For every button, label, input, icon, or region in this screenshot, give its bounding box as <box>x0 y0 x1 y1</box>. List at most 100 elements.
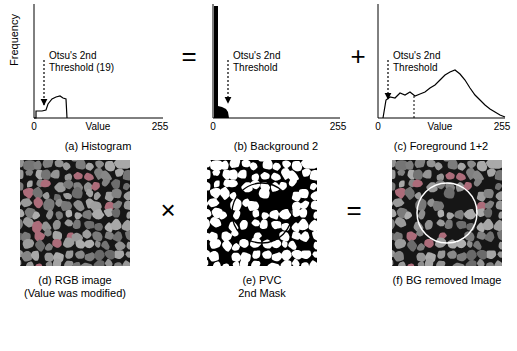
pebble <box>35 239 45 251</box>
mask-blob <box>207 219 210 230</box>
mask-blob <box>262 212 270 219</box>
pebble <box>487 169 496 177</box>
mask-blob <box>251 261 260 266</box>
mask-blob <box>233 261 240 266</box>
pebble <box>43 199 54 211</box>
pebble <box>466 250 477 261</box>
pebble <box>487 250 496 259</box>
pebble <box>499 242 502 250</box>
pebble <box>72 187 83 199</box>
pebble <box>407 263 414 266</box>
pebble <box>20 259 21 266</box>
mask-blob <box>267 263 279 266</box>
pebble <box>496 191 502 200</box>
pebble <box>44 229 51 237</box>
pebble <box>115 169 124 177</box>
pebble <box>405 161 413 170</box>
pebble <box>63 237 74 247</box>
mask-blob <box>230 160 241 168</box>
pebble <box>404 211 412 219</box>
mask-blob <box>240 258 248 266</box>
pebble <box>433 201 444 211</box>
pebble <box>435 162 443 170</box>
mask-blob <box>310 170 317 180</box>
pebble <box>485 200 494 209</box>
mask-blob <box>207 182 210 191</box>
operator-sign: = <box>346 196 361 226</box>
axis-title: Value <box>428 121 453 133</box>
pebble <box>476 250 488 260</box>
mask-blob <box>288 241 297 250</box>
pebble <box>392 182 395 191</box>
mask-blob <box>281 250 292 261</box>
panel-caption: (f) BG removed Image <box>393 274 502 287</box>
pebble <box>127 242 130 250</box>
pebble <box>495 183 502 190</box>
pebble <box>120 160 130 169</box>
mask-blob <box>272 163 280 171</box>
pebble <box>94 260 105 266</box>
pebble <box>86 189 93 197</box>
pebble <box>85 163 93 171</box>
mask-blob <box>253 210 260 218</box>
pebble <box>484 231 494 242</box>
pebble <box>486 262 494 266</box>
mask-blob <box>219 211 227 219</box>
mask-blob <box>299 189 309 198</box>
pebble <box>122 260 130 266</box>
histogram-curve <box>34 96 67 118</box>
pebble <box>105 259 113 266</box>
pebble <box>63 179 73 189</box>
pebble <box>21 251 32 262</box>
mask-image <box>207 160 317 266</box>
pebble <box>73 219 81 229</box>
pebble <box>447 212 455 219</box>
region-circle <box>417 183 477 243</box>
pebble <box>52 239 61 248</box>
mask-blob <box>271 221 281 229</box>
mask-blob <box>252 251 260 259</box>
pebble <box>92 231 102 241</box>
mask-blob <box>259 187 270 199</box>
pebble <box>25 170 33 176</box>
pebble <box>474 178 482 186</box>
pebble <box>32 211 40 219</box>
mask-blob <box>232 243 240 251</box>
mask-blob <box>222 263 229 266</box>
mask-blob <box>262 250 272 258</box>
mask-blob <box>248 201 259 211</box>
mask-blob <box>300 200 309 209</box>
pebble <box>395 217 406 228</box>
pebble <box>456 173 466 181</box>
mask-blob <box>292 161 302 171</box>
mask-blob <box>302 169 311 177</box>
mask-blob <box>214 181 220 188</box>
axis-tick: 0 <box>31 121 37 133</box>
mask-blob <box>250 162 258 170</box>
pebble <box>111 179 120 189</box>
pebble <box>444 187 455 199</box>
threshold-annotation: Otsu's 2nd Threshold <box>393 50 465 73</box>
pebble <box>422 170 431 179</box>
pebble <box>392 169 396 179</box>
mask-blob <box>210 239 221 249</box>
mask-blob <box>220 161 228 170</box>
pebble <box>53 220 61 230</box>
pebble <box>415 160 426 168</box>
pebble <box>452 263 464 266</box>
mask-blob <box>233 209 240 219</box>
pebble <box>418 261 425 266</box>
mask-blob <box>260 172 269 179</box>
pebble <box>46 261 53 266</box>
mask-blob <box>297 219 308 231</box>
pebble <box>50 170 59 179</box>
pebble <box>438 210 445 218</box>
pebble <box>124 191 130 200</box>
pebble <box>80 263 92 266</box>
rgb-image <box>20 160 130 266</box>
pebble <box>427 160 436 167</box>
pebble <box>105 161 115 171</box>
pebble <box>412 179 422 187</box>
pebble <box>466 260 477 266</box>
